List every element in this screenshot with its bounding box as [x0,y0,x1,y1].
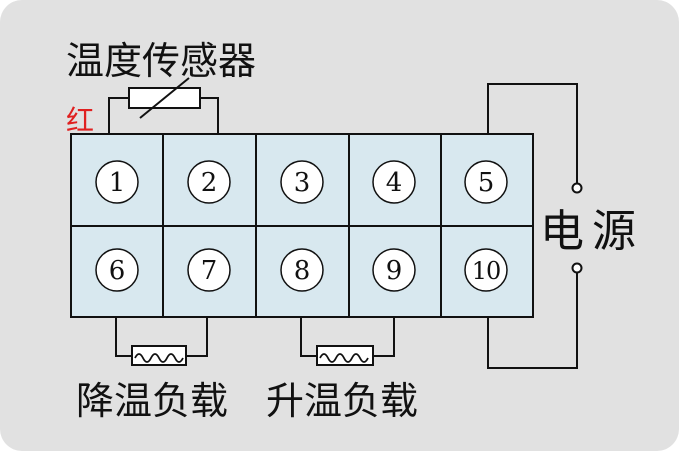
heat-load-label: 升温负载 [266,379,418,423]
terminal-number-4: 4 [386,168,403,198]
terminal-number-10: 10 [472,257,501,285]
terminal-circle-10 [464,248,508,292]
terminal-number-3: 3 [294,168,311,198]
terminal-circle-8 [280,248,324,292]
heat-load-heater-icon [316,345,374,366]
terminal-circle-7 [187,248,231,292]
heat-load-wiring [300,317,395,357]
red-wire-label: 红 [66,104,94,137]
cool-load-heater-icon [131,345,187,366]
terminal-number-2: 2 [201,168,218,198]
terminal-circle-5 [464,160,508,204]
thermistor-icon [128,77,201,119]
power-wiring [487,83,578,369]
sensor-wiring [108,97,219,134]
terminal-circle-6 [95,248,139,292]
terminal-circle-4 [372,160,416,204]
terminal-number-5: 5 [478,168,495,198]
terminal-number-9: 9 [386,256,403,286]
terminal-number-8: 8 [294,256,311,286]
cool-load-wiring [115,317,208,357]
terminal-circle-3 [280,160,324,204]
terminal-circle-2 [187,160,231,204]
sensor-label: 温度传感器 [66,39,256,83]
terminal-number-6: 6 [109,256,126,286]
power-contacts-icon [571,182,583,274]
terminal-number-7: 7 [201,256,218,286]
terminal-circle-1 [95,160,139,204]
cool-load-label: 降温负载 [76,379,228,423]
terminal-number-1: 1 [109,168,126,198]
terminal-circle-9 [372,248,416,292]
power-label: 电源 [540,206,644,257]
